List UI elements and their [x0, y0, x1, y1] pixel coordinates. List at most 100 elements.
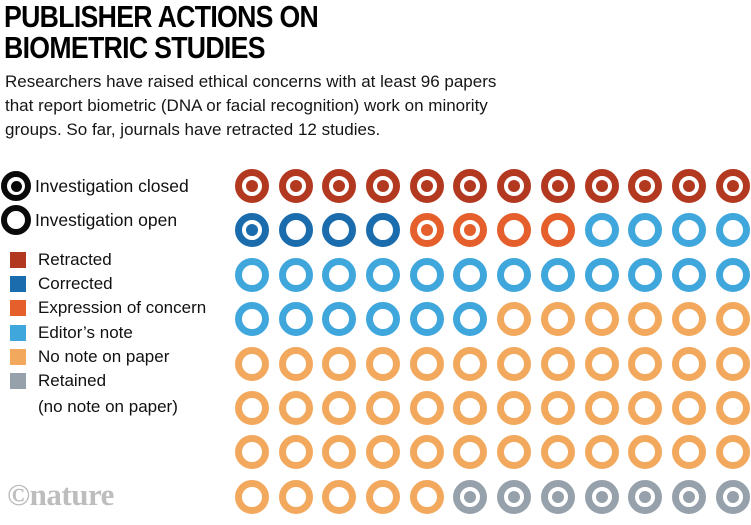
subtitle-line-1: Researchers have raised ethical concerns… — [5, 72, 497, 91]
paper-marker-retracted-closed — [628, 169, 663, 203]
grid-row — [235, 346, 750, 381]
investigation-open-ring-icon — [1, 205, 31, 235]
legend-label: Retracted — [38, 250, 112, 269]
paper-marker-retracted-closed — [497, 169, 532, 203]
paper-marker-corrected-open — [366, 213, 401, 248]
closed-dot-icon — [289, 180, 302, 192]
title-line-1: PUBLISHER ACTIONS ON — [4, 0, 319, 34]
paper-marker-editors_note-open — [366, 302, 401, 337]
paper-marker-corrected-open — [278, 213, 313, 248]
paper-marker-no_note_on_paper-open — [715, 435, 750, 470]
paper-marker-expression_of_concern-closed — [409, 213, 444, 248]
closed-dot-icon — [726, 180, 739, 192]
paper-marker-no_note_on_paper-open — [584, 435, 619, 470]
paper-marker-no_note_on_paper-open — [278, 390, 313, 425]
closed-dot-icon — [333, 180, 346, 192]
paper-marker-corrected-open — [322, 213, 357, 248]
paper-marker-retracted-closed — [322, 169, 357, 203]
closed-dot-icon — [246, 224, 258, 237]
paper-marker-editors_note-open — [453, 302, 488, 337]
paper-marker-no_note_on_paper-open — [584, 302, 619, 337]
closed-dot-icon — [682, 490, 695, 503]
closed-dot-icon — [551, 490, 564, 503]
legend-item-retracted: Retracted — [10, 250, 206, 269]
closed-dot-icon — [682, 180, 695, 192]
paper-marker-no_note_on_paper-open — [366, 435, 401, 470]
paper-marker-no_note_on_paper-open — [235, 435, 269, 470]
paper-marker-no_note_on_paper-open — [584, 346, 619, 381]
paper-marker-no_note_on_paper-open — [235, 346, 269, 381]
closed-dot-icon — [595, 180, 608, 192]
grid-row — [235, 213, 750, 248]
paper-marker-retracted-closed — [715, 169, 750, 203]
legend-item-investigation-open: Investigation open — [1, 205, 189, 235]
closed-dot-icon — [464, 490, 477, 503]
no_note_on_paper-swatch-icon — [10, 348, 26, 365]
pictogram-grid — [235, 169, 750, 524]
grid-row — [235, 435, 750, 470]
legend-item-retained: Retained — [10, 371, 206, 390]
paper-marker-editors_note-open — [584, 213, 619, 248]
paper-marker-editors_note-open — [715, 257, 750, 292]
paper-marker-retained-closed — [497, 479, 532, 514]
paper-marker-editors_note-open — [453, 257, 488, 292]
closed-dot-icon — [420, 180, 433, 192]
paper-marker-no_note_on_paper-open — [409, 479, 444, 514]
chart-subtitle: Researchers have raised ethical concerns… — [5, 70, 496, 142]
paper-marker-no_note_on_paper-open — [497, 302, 532, 337]
paper-marker-no_note_on_paper-open — [278, 435, 313, 470]
closed-dot-icon — [508, 490, 521, 503]
paper-marker-editors_note-open — [584, 257, 619, 292]
paper-marker-no_note_on_paper-open — [235, 390, 269, 425]
paper-marker-no_note_on_paper-open — [671, 302, 706, 337]
paper-marker-no_note_on_paper-open — [453, 346, 488, 381]
paper-marker-no_note_on_paper-open — [366, 346, 401, 381]
paper-marker-retracted-closed — [584, 169, 619, 203]
paper-marker-no_note_on_paper-open — [453, 390, 488, 425]
paper-marker-no_note_on_paper-open — [453, 435, 488, 470]
closed-dot-icon — [464, 224, 477, 237]
paper-marker-retracted-closed — [366, 169, 401, 203]
paper-marker-no_note_on_paper-open — [671, 390, 706, 425]
paper-marker-no_note_on_paper-open — [715, 390, 750, 425]
closed-dot-icon — [595, 490, 608, 503]
paper-marker-no_note_on_paper-open — [497, 435, 532, 470]
paper-marker-editors_note-open — [235, 257, 269, 292]
paper-marker-expression_of_concern-open — [540, 213, 575, 248]
legend-item-corrected: Corrected — [10, 274, 206, 293]
closed-dot-icon — [639, 180, 652, 192]
paper-marker-retracted-closed — [671, 169, 706, 203]
paper-marker-retracted-closed — [278, 169, 313, 203]
paper-marker-no_note_on_paper-open — [671, 346, 706, 381]
paper-marker-editors_note-open — [628, 213, 663, 248]
legend-item-no_note_on_paper: No note on paper — [10, 346, 206, 366]
paper-marker-no_note_on_paper-open — [235, 479, 269, 514]
paper-marker-no_note_on_paper-open — [409, 390, 444, 425]
subtitle-line-2: that report biometric (DNA or facial rec… — [5, 96, 488, 115]
closed-dot-icon — [639, 490, 652, 503]
paper-marker-editors_note-open — [671, 213, 706, 248]
paper-marker-retained-closed — [715, 479, 750, 514]
paper-marker-expression_of_concern-open — [497, 213, 532, 248]
grid-row — [235, 257, 750, 292]
paper-marker-retained-closed — [540, 479, 575, 514]
paper-marker-no_note_on_paper-open — [671, 435, 706, 470]
paper-marker-retracted-closed — [409, 169, 444, 203]
legend-label: No note on paper — [38, 346, 170, 366]
investigation-closed-ring-icon — [1, 171, 31, 201]
grid-row — [235, 479, 750, 514]
legend-sublabel: (no note on paper) — [38, 397, 178, 417]
corrected-swatch-icon — [10, 276, 26, 293]
paper-marker-editors_note-open — [409, 257, 444, 292]
closed-dot-icon — [10, 180, 22, 192]
paper-marker-editors_note-open — [322, 257, 357, 292]
legend-label: Investigation open — [35, 209, 178, 230]
paper-marker-editors_note-open — [497, 257, 532, 292]
editors_note-swatch-icon — [10, 324, 26, 341]
paper-marker-editors_note-open — [278, 257, 313, 292]
closed-dot-icon — [551, 180, 564, 192]
paper-marker-no_note_on_paper-open — [409, 346, 444, 381]
paper-marker-no_note_on_paper-open — [278, 479, 313, 514]
